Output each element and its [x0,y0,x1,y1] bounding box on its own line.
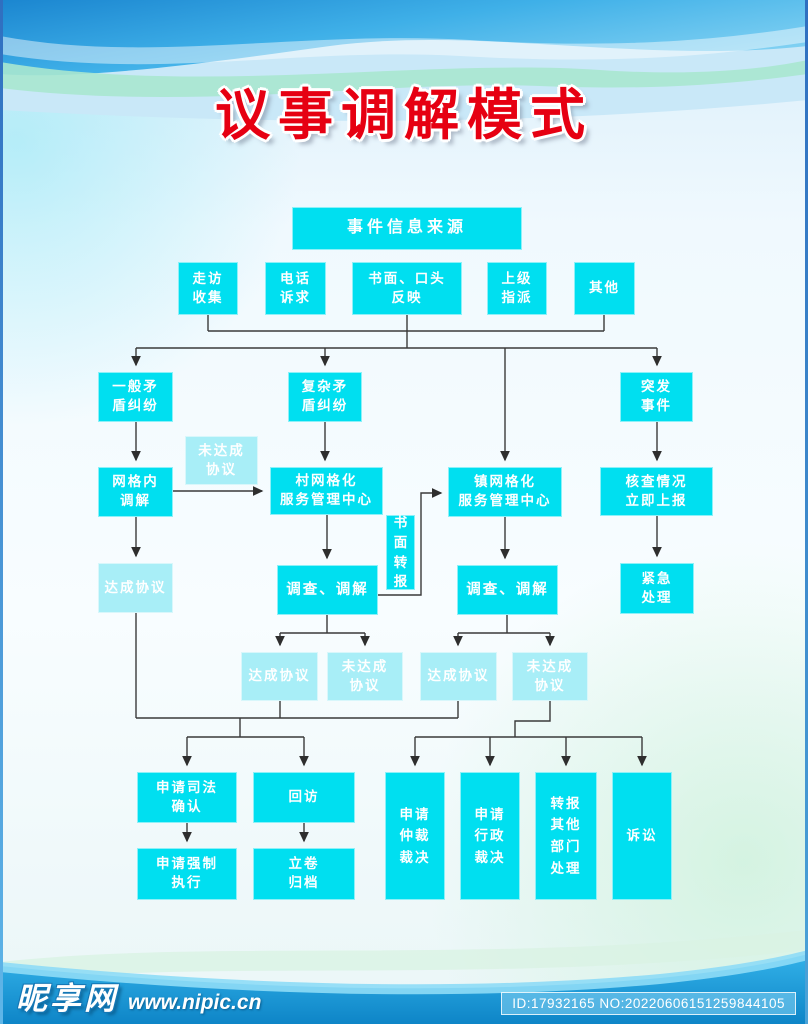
node-verify-report: 核查情况 立即上报 [600,467,713,516]
node-written-oral: 书面、口头 反映 [352,262,462,315]
node-no-agreement-2: 未达成 协议 [512,652,588,701]
node-other-source: 其他 [574,262,635,315]
node-arbitration-ruling: 申请 仲裁 裁决 [385,772,445,900]
node-general-dispute: 一般矛 盾纠纷 [98,372,173,422]
node-revisit: 回访 [253,772,355,823]
image-id-badge: ID:17932165 NO:20220606151259844105 [501,992,796,1015]
node-agreement-1: 达成协议 [241,652,318,701]
node-file-archive: 立卷 归档 [253,848,355,900]
watermark: 昵享网 www.nipic.cn [16,973,261,1018]
label-written-transfer: 书 面 转 报 [386,515,415,590]
top-wave-decoration [0,0,808,121]
node-forward-other-dept: 转报 其他 部门 处理 [535,772,597,900]
node-agreement-left: 达成协议 [98,563,173,613]
node-urgent-handling: 紧急 处理 [620,563,694,614]
label-no-agreement-tag: 未达成 协议 [185,436,258,485]
node-agreement-2: 达成协议 [420,652,497,701]
watermark-site-name: 昵享网 [16,981,118,1016]
node-event-info-source: 事件信息来源 [292,207,522,250]
node-compulsory-enforce: 申请强制 执行 [137,848,237,900]
node-visit-collection: 走访 收集 [178,262,238,315]
watermark-site-url: www.nipic.cn [128,991,262,1014]
node-town-grid-center: 镇网格化 服务管理中心 [448,467,562,517]
node-village-grid-center: 村网格化 服务管理中心 [270,467,383,515]
node-investigate-mediate-1: 调查、调解 [277,565,378,615]
node-superior-assign: 上级 指派 [487,262,547,315]
node-admin-ruling: 申请 行政 裁决 [460,772,520,900]
left-edge-line [0,0,3,1024]
node-judicial-confirm: 申请司法 确认 [137,772,237,823]
node-no-agreement-1: 未达成 协议 [327,652,403,701]
node-phone-appeal: 电话 诉求 [265,262,326,315]
poster-title: 议事调解模式 [214,84,593,146]
right-edge-line [805,0,808,1024]
node-investigate-mediate-2: 调查、调解 [457,565,558,615]
node-grid-mediation: 网格内 调解 [98,467,173,517]
node-complex-dispute: 复杂矛 盾纠纷 [288,372,362,422]
node-sudden-incident: 突发 事件 [620,372,693,422]
node-lawsuit: 诉讼 [612,772,672,900]
